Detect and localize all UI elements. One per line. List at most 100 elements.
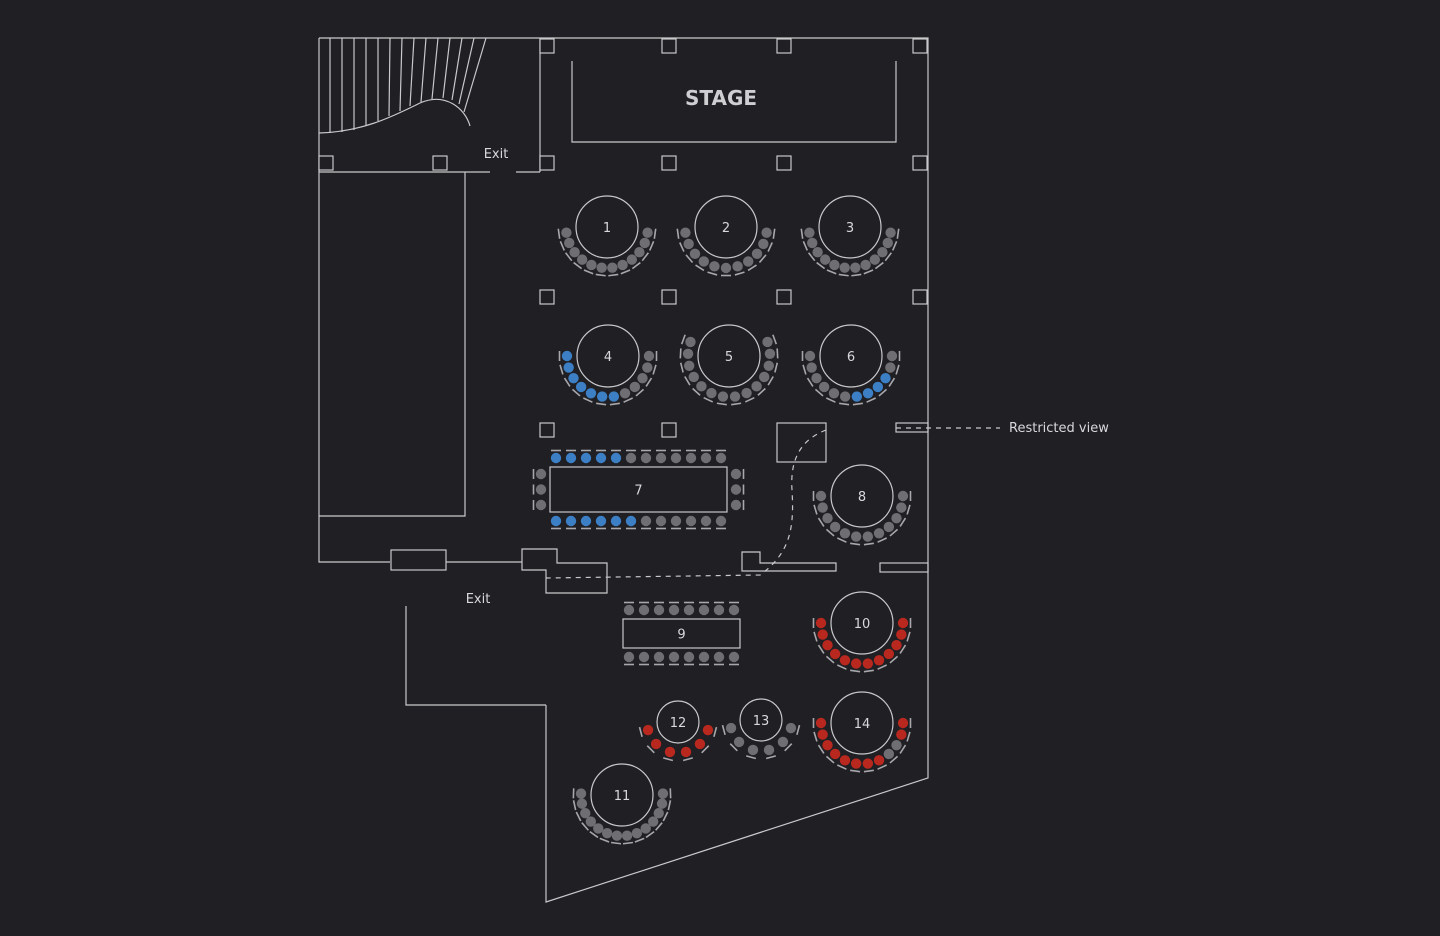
seat[interactable] <box>850 658 862 673</box>
seat[interactable] <box>550 515 562 530</box>
seat[interactable] <box>623 651 635 666</box>
seat[interactable] <box>836 755 851 770</box>
seat[interactable] <box>617 259 631 275</box>
seat[interactable] <box>891 739 907 754</box>
seat[interactable] <box>838 262 850 277</box>
seat[interactable] <box>638 724 654 738</box>
seat[interactable] <box>850 531 862 546</box>
seat[interactable] <box>813 502 828 515</box>
seat[interactable] <box>646 738 662 754</box>
seat[interactable] <box>800 227 815 239</box>
seat[interactable] <box>763 744 777 760</box>
seat[interactable] <box>685 515 697 530</box>
seat[interactable] <box>676 227 691 239</box>
seat[interactable] <box>683 601 695 616</box>
seat[interactable] <box>572 798 588 811</box>
seat[interactable] <box>826 259 840 275</box>
seat[interactable] <box>751 248 767 263</box>
seat[interactable] <box>761 227 776 239</box>
seat[interactable] <box>694 738 710 754</box>
seat[interactable] <box>565 449 577 464</box>
seat[interactable] <box>732 261 745 276</box>
seat[interactable] <box>885 362 900 375</box>
table-top[interactable] <box>830 591 894 655</box>
table-top[interactable] <box>622 618 741 649</box>
seat[interactable] <box>626 254 641 270</box>
seat[interactable] <box>897 617 912 629</box>
seat[interactable] <box>836 655 851 670</box>
seat[interactable] <box>532 468 547 480</box>
seat[interactable] <box>728 651 740 666</box>
seat[interactable] <box>653 651 665 666</box>
seat[interactable] <box>692 381 707 396</box>
seat[interactable] <box>758 238 773 252</box>
table-top[interactable] <box>576 324 640 388</box>
table-top[interactable] <box>656 700 700 744</box>
table-1[interactable]: 1 <box>557 195 657 277</box>
seat[interactable] <box>713 601 725 616</box>
seat[interactable] <box>685 248 701 263</box>
seat[interactable] <box>862 658 874 673</box>
seat[interactable] <box>825 648 841 664</box>
seat[interactable] <box>813 629 828 642</box>
table-14[interactable]: 14 <box>812 691 912 773</box>
seat[interactable] <box>575 807 591 822</box>
seat[interactable] <box>813 729 828 742</box>
seat[interactable] <box>557 227 572 239</box>
seat[interactable] <box>625 449 637 464</box>
seat[interactable] <box>595 262 607 277</box>
seat[interactable] <box>680 334 696 348</box>
seat[interactable] <box>730 499 745 511</box>
seat[interactable] <box>698 651 710 666</box>
seat[interactable] <box>700 515 712 530</box>
seat[interactable] <box>896 729 911 742</box>
seat[interactable] <box>589 823 604 839</box>
seat[interactable] <box>565 515 577 530</box>
seat[interactable] <box>698 601 710 616</box>
seat[interactable] <box>785 722 801 736</box>
table-top[interactable] <box>739 698 783 742</box>
seat[interactable] <box>839 391 851 406</box>
seat[interactable] <box>872 381 888 397</box>
seat[interactable] <box>702 724 718 738</box>
seat[interactable] <box>564 246 580 262</box>
table-9[interactable]: 9 <box>622 601 741 666</box>
seat[interactable] <box>680 746 694 762</box>
seat[interactable] <box>817 739 833 754</box>
seat[interactable] <box>707 261 720 276</box>
seat[interactable] <box>640 823 655 839</box>
seat[interactable] <box>679 360 695 373</box>
seat[interactable] <box>812 617 827 629</box>
seat[interactable] <box>640 449 652 464</box>
seat[interactable] <box>638 601 650 616</box>
seat[interactable] <box>764 348 779 359</box>
table-7[interactable]: 7 <box>532 449 745 530</box>
seat[interactable] <box>877 246 893 262</box>
seat[interactable] <box>619 388 634 403</box>
seat[interactable] <box>550 449 562 464</box>
seat[interactable] <box>583 259 597 275</box>
seat[interactable] <box>599 828 613 843</box>
seat[interactable] <box>807 246 823 262</box>
table-4[interactable]: 4 <box>558 324 658 406</box>
seat[interactable] <box>639 237 655 251</box>
seat[interactable] <box>862 531 874 546</box>
seat[interactable] <box>595 515 607 530</box>
seat[interactable] <box>716 391 729 406</box>
seat[interactable] <box>670 515 682 530</box>
seat[interactable] <box>777 736 793 752</box>
seat[interactable] <box>610 515 622 530</box>
seat[interactable] <box>896 629 911 642</box>
seat[interactable] <box>668 601 680 616</box>
seat[interactable] <box>817 639 833 654</box>
seat[interactable] <box>653 601 665 616</box>
seat[interactable] <box>812 490 827 502</box>
seat[interactable] <box>656 798 672 811</box>
seat[interactable] <box>662 746 676 762</box>
seat[interactable] <box>670 449 682 464</box>
seat[interactable] <box>883 748 899 764</box>
seat[interactable] <box>621 830 634 845</box>
seat[interactable] <box>816 254 831 270</box>
seat[interactable] <box>657 788 672 799</box>
seat[interactable] <box>812 717 827 729</box>
